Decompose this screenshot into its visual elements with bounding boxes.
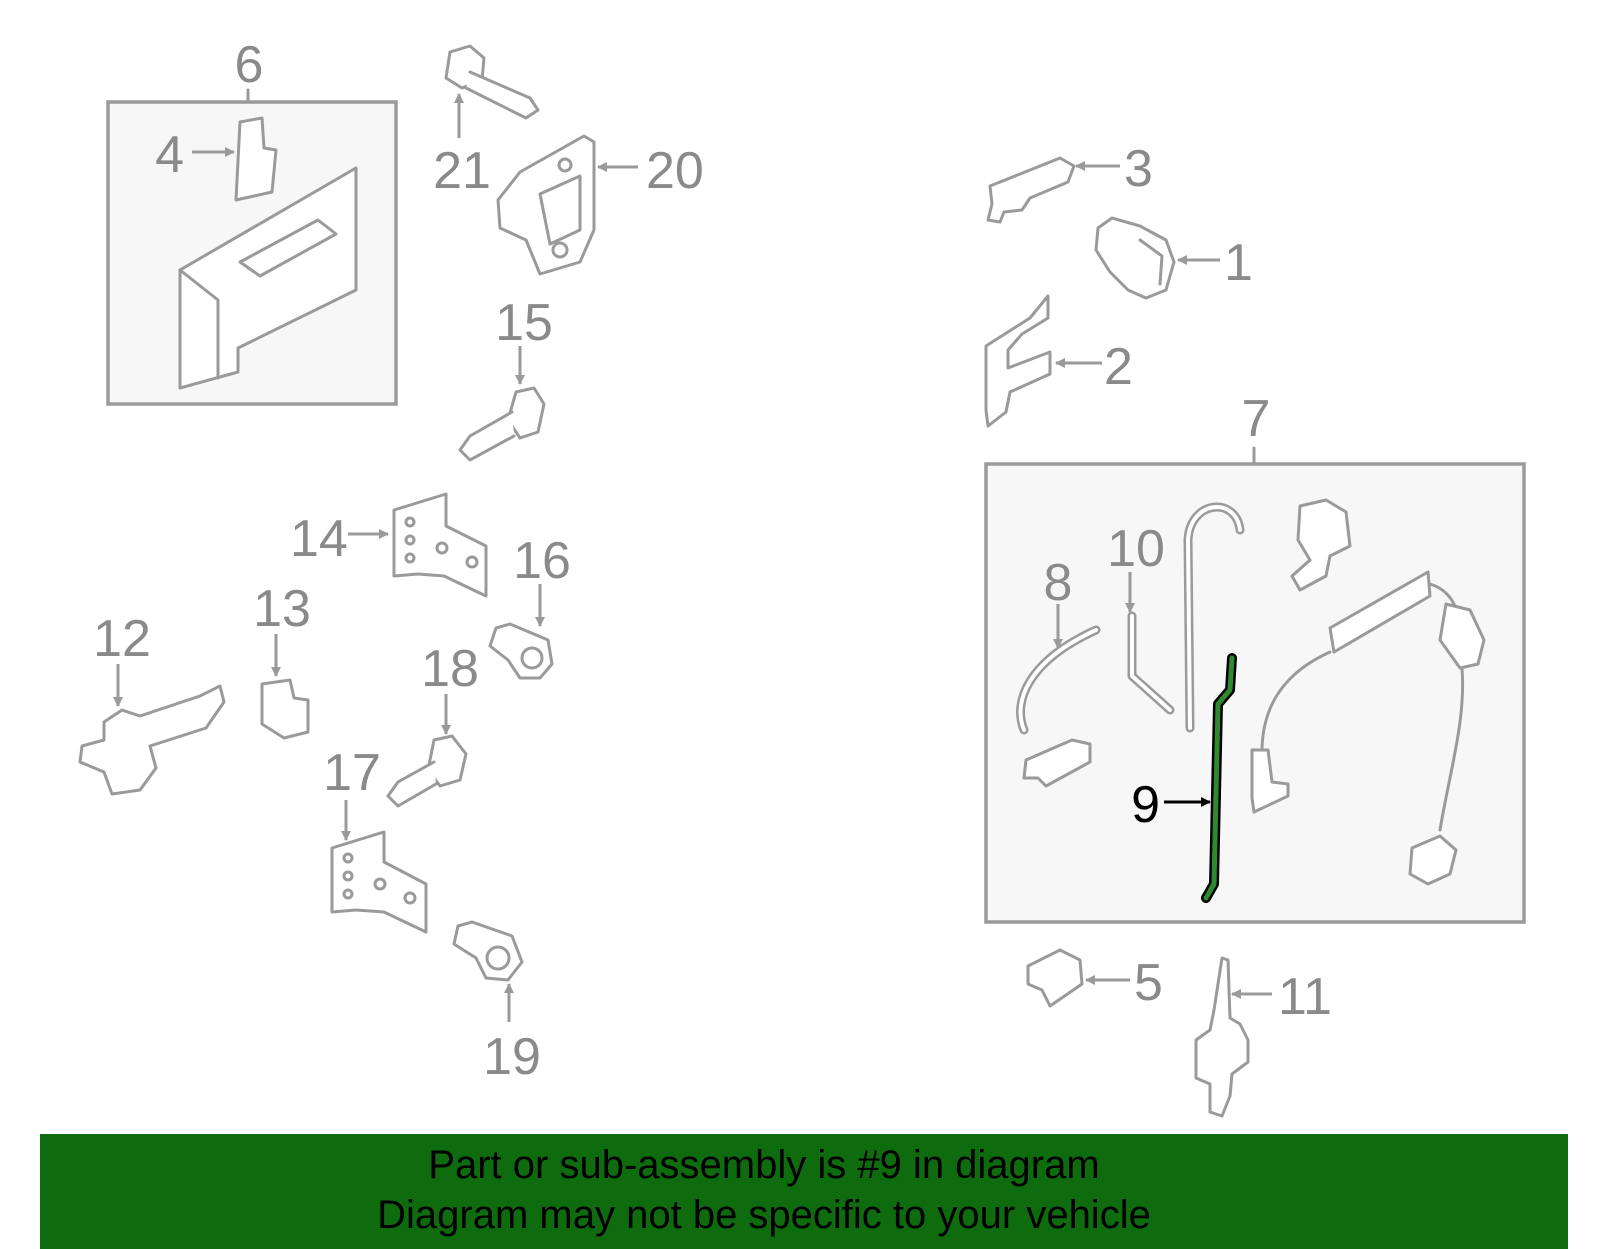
part-3-shape[interactable] — [986, 156, 1076, 224]
part-8-clip-shape[interactable] — [1022, 738, 1092, 788]
part-9-rod-highlight[interactable] — [1203, 655, 1235, 901]
callout-18: 18 — [421, 640, 479, 698]
callout-5: 5 — [1134, 954, 1163, 1012]
banner-line-2: Diagram may not be specific to your vehi… — [377, 1193, 1151, 1237]
callout-10: 10 — [1107, 520, 1165, 578]
callout-17: 17 — [323, 744, 381, 802]
callout-20: 20 — [646, 142, 704, 200]
part-7-latch-shape[interactable] — [1290, 498, 1352, 592]
part-5-shape[interactable] — [1026, 948, 1084, 1008]
callout-12: 12 — [93, 610, 151, 668]
callout-9-highlighted: 9 — [1131, 776, 1160, 834]
callout-2: 2 — [1104, 338, 1133, 396]
callout-7: 7 — [1242, 390, 1271, 448]
part-12-shape[interactable] — [78, 684, 226, 796]
callout-15: 15 — [495, 294, 553, 352]
part-2-shape[interactable] — [984, 294, 1052, 428]
part-11-shape[interactable] — [1194, 956, 1250, 1118]
callout-19: 19 — [483, 1028, 541, 1086]
callout-16: 16 — [513, 532, 571, 590]
part-1-shape[interactable] — [1094, 216, 1176, 300]
callout-11: 11 — [1278, 968, 1332, 1026]
callout-13: 13 — [253, 580, 311, 638]
banner-line-1: Part or sub-assembly is #9 in diagram — [428, 1143, 1100, 1187]
callout-8: 8 — [1044, 554, 1073, 612]
callout-3: 3 — [1124, 140, 1153, 198]
callout-21: 21 — [433, 142, 491, 200]
part-4-shape[interactable] — [234, 116, 278, 202]
callout-1: 1 — [1224, 234, 1253, 292]
info-banner: Part or sub-assembly is #9 in diagram Di… — [40, 1134, 1568, 1249]
part-16-shape[interactable] — [488, 622, 554, 680]
callout-14: 14 — [290, 510, 348, 568]
callout-4: 4 — [155, 126, 184, 184]
callout-6: 6 — [235, 36, 264, 94]
part-13-shape[interactable] — [260, 678, 310, 740]
